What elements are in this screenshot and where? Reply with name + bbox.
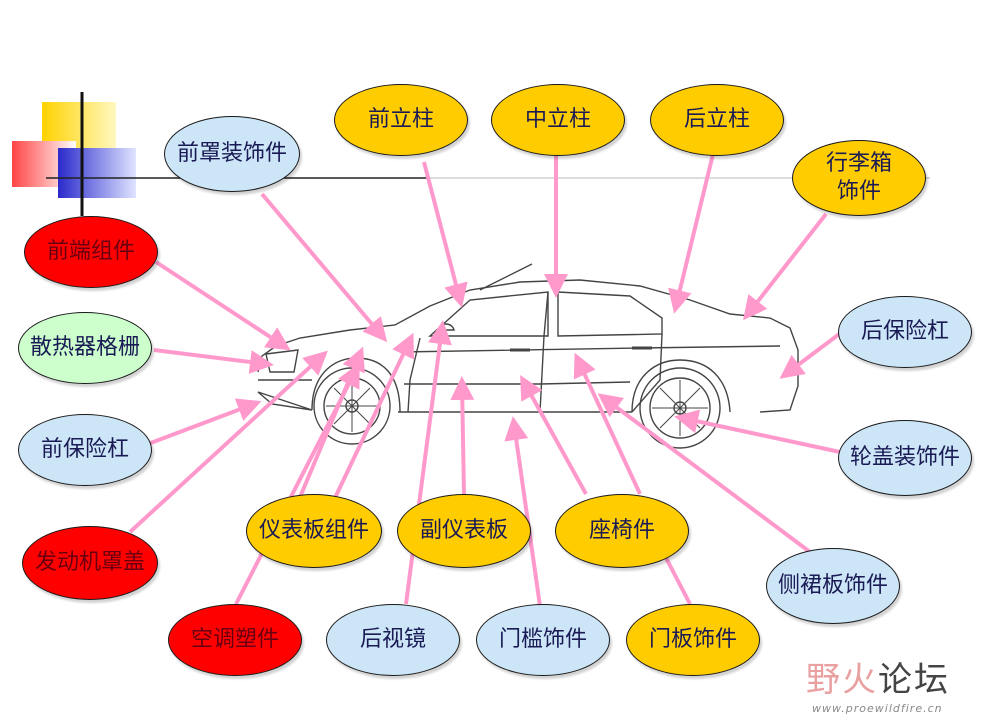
label-fa-dong-ji: 发动机罩盖	[22, 526, 158, 600]
arrow-men-kan	[504, 416, 542, 607]
label-san-re-qi: 散热器格栅	[18, 312, 152, 384]
arrow-ce-qun-ban	[597, 393, 812, 554]
arrow-hou-shi-jing	[404, 320, 452, 605]
arrow-qian-zhao	[260, 192, 388, 343]
label-yi-biao-ban: 仪表板组件	[246, 494, 382, 568]
label-hou-bao-xian: 后保险杠	[838, 296, 972, 368]
arrow-xing-li-xiang	[743, 212, 828, 321]
label-qian-li-zhu: 前立柱	[334, 84, 468, 156]
watermark-title-part1: 野火	[806, 660, 878, 700]
label-lun-gai: 轮盖装饰件	[838, 420, 972, 496]
arrow-qian-bao-xian	[147, 398, 262, 446]
arrow-fu-yi-biao-ban	[450, 376, 475, 495]
arrow-zuo-yi	[573, 352, 642, 495]
arrow-qian-duan	[154, 260, 291, 351]
label-hou-shi-jing: 后视镜	[326, 604, 460, 676]
label-hou-li-zhu: 后立柱	[650, 84, 784, 156]
arrow-hou-bao-xian	[779, 330, 844, 379]
label-zhong-li-zhu: 中立柱	[491, 84, 625, 156]
arrow-san-re-qi	[153, 348, 274, 374]
label-xing-li-xiang: 行李箱 饰件	[792, 140, 926, 216]
label-men-kan: 门槛饰件	[476, 604, 610, 676]
watermark-url: www.proewildfire.cn	[812, 702, 943, 715]
label-kong-tiao: 空调塑件	[168, 604, 302, 676]
arrow-fa-dong-ji	[128, 350, 328, 534]
watermark-title: 野火论坛	[806, 660, 950, 700]
arrow-yi-biao-ban-2	[332, 332, 414, 501]
label-fu-yi-biao-ban: 副仪表板	[397, 494, 531, 568]
label-zuo-yi: 座椅件	[555, 494, 689, 568]
deco-blue-square	[58, 148, 136, 198]
arrow-hou-li-zhu	[668, 149, 716, 314]
watermark: 野火论坛 www.proewildfire.cn	[806, 660, 986, 720]
label-qian-duan: 前端组件	[24, 216, 158, 288]
arrow-lun-gai	[674, 409, 841, 454]
arrow-men-ban	[662, 553, 692, 605]
arrow-zuo-yi-2	[520, 375, 588, 495]
label-qian-bao-xian: 前保险杠	[18, 414, 152, 486]
arrow-qian-li-zhu	[422, 161, 468, 308]
label-qian-zhao: 前罩装饰件	[164, 116, 300, 192]
label-ce-qun-ban: 侧裙板饰件	[766, 548, 900, 624]
label-men-ban: 门板饰件	[626, 604, 760, 676]
arrow-kong-tiao	[234, 362, 360, 605]
watermark-title-part2: 论坛	[878, 660, 950, 700]
